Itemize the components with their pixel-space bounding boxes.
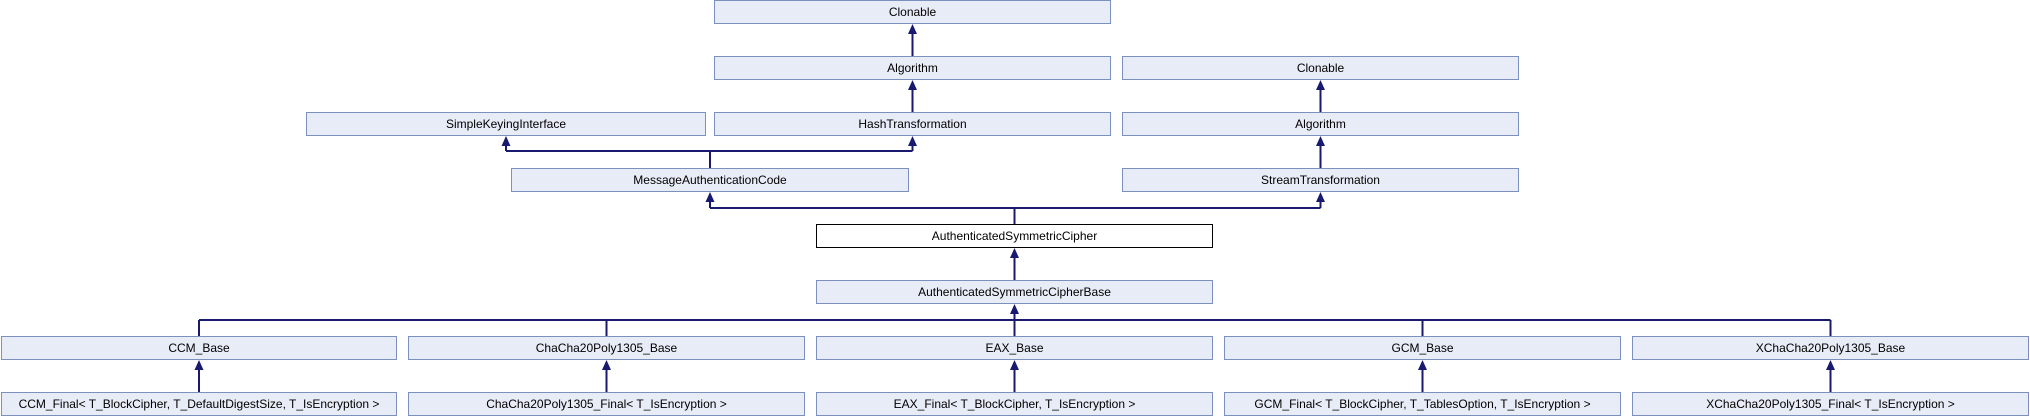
node-message-authentication-code[interactable]: MessageAuthenticationCode [511, 168, 909, 192]
node-simple-keying-interface[interactable]: SimpleKeyingInterface [306, 112, 706, 136]
node-clonable-top[interactable]: Clonable [714, 0, 1111, 24]
node-algorithm[interactable]: Algorithm [714, 56, 1111, 80]
edge-gcm-final-to-gcm-base [1418, 360, 1427, 392]
edge-streamtransformation-to-algorithm-right [1316, 136, 1325, 168]
node-eax-base[interactable]: EAX_Base [816, 336, 1213, 360]
edge-asc-to-mac-and-streamtransformation [705, 192, 1325, 224]
edge-ccm-final-to-ccm-base [194, 360, 204, 392]
node-hash-transformation[interactable]: HashTransformation [714, 112, 1111, 136]
edge-eax-final-to-eax-base [1010, 360, 1019, 392]
node-authenticated-symmetric-cipher-base[interactable]: AuthenticatedSymmetricCipherBase [816, 280, 1213, 304]
node-gcm-final[interactable]: GCM_Final< T_BlockCipher, T_TablesOption… [1224, 392, 1621, 416]
edge-hashtransformation-to-algorithm [908, 80, 917, 112]
edge-chacha20poly1305-final-to-base [602, 360, 611, 392]
edge-xchacha20poly1305-final-to-base [1826, 360, 1835, 392]
edge-bases-to-ascbase [198, 304, 1832, 336]
node-ccm-final[interactable]: CCM_Final< T_BlockCipher, T_DefaultDiges… [1, 392, 397, 416]
node-xchacha20poly1305-base[interactable]: XChaCha20Poly1305_Base [1632, 336, 2029, 360]
node-gcm-base[interactable]: GCM_Base [1224, 336, 1621, 360]
edge-ascbase-to-asc [1010, 248, 1019, 280]
node-xchacha20poly1305-final[interactable]: XChaCha20Poly1305_Final< T_IsEncryption … [1632, 392, 2029, 416]
node-authenticated-symmetric-cipher: AuthenticatedSymmetricCipher [816, 224, 1213, 248]
node-stream-transformation[interactable]: StreamTransformation [1122, 168, 1519, 192]
node-clonable-right[interactable]: Clonable [1122, 56, 1519, 80]
node-eax-final[interactable]: EAX_Final< T_BlockCipher, T_IsEncryption… [816, 392, 1213, 416]
edge-algorithm-right-to-clonable-right [1316, 80, 1325, 112]
edge-algorithm-to-clonable [908, 24, 917, 56]
node-chacha20poly1305-base[interactable]: ChaCha20Poly1305_Base [408, 336, 805, 360]
node-chacha20poly1305-final[interactable]: ChaCha20Poly1305_Final< T_IsEncryption > [408, 392, 805, 416]
node-algorithm-right[interactable]: Algorithm [1122, 112, 1519, 136]
node-ccm-base[interactable]: CCM_Base [1, 336, 397, 360]
edge-mac-to-ski-and-hashtransformation [501, 136, 917, 168]
